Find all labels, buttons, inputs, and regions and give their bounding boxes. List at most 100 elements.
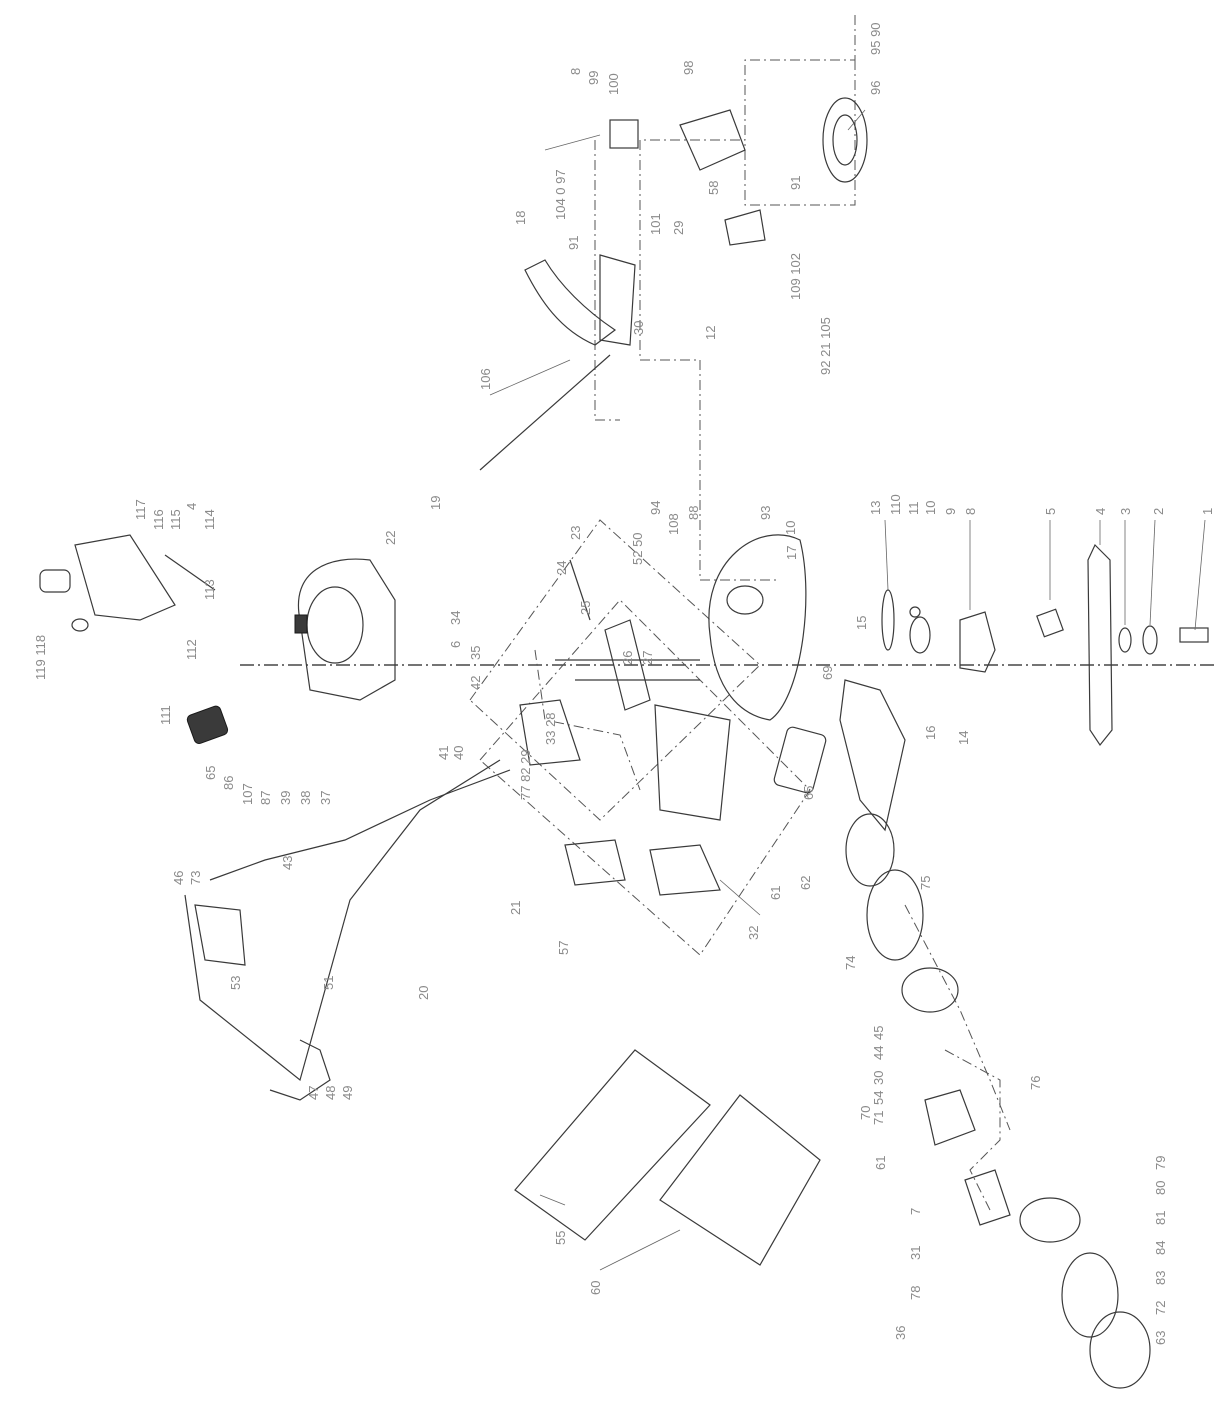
callout-70: 70	[858, 1106, 873, 1120]
rear-handle	[479, 109, 766, 471]
lever-101	[599, 254, 636, 346]
callout-53: 53	[228, 976, 243, 990]
callout-81: 81	[1153, 1211, 1168, 1225]
drive-pulley	[964, 1169, 1011, 1226]
callout-115: 115	[168, 509, 183, 530]
callout-3: 3	[1118, 508, 1133, 515]
callout-4: 4	[1093, 508, 1108, 515]
callout-111: 111	[158, 705, 173, 725]
deck-outline-lower	[479, 599, 811, 956]
callout-8: 8	[963, 508, 978, 515]
callout-25: 25	[578, 601, 593, 615]
leader-106	[489, 359, 571, 396]
callout-23: 23	[568, 526, 583, 540]
control-panel	[39, 534, 216, 632]
engine-body	[297, 558, 396, 701]
rear-assembly-line	[639, 15, 856, 581]
callout-19: 19	[428, 496, 443, 510]
rear-wheel-line	[744, 60, 856, 206]
callout-43: 43	[280, 856, 295, 870]
callout-26: 26	[620, 651, 635, 665]
callout-2: 2	[1151, 508, 1166, 515]
callout-4b: 4	[184, 503, 199, 510]
callout-69: 69	[820, 666, 835, 680]
deck-opening	[726, 585, 764, 615]
leader-104	[544, 134, 601, 151]
bracket-100	[609, 119, 639, 149]
callout-12: 12	[703, 326, 718, 340]
side-discharge-chute	[839, 679, 906, 832]
blade	[1087, 543, 1113, 747]
bag-frame-55	[514, 1049, 711, 1241]
callout-48: 48	[323, 1086, 338, 1100]
height-plate	[519, 699, 581, 766]
callout-37: 37	[318, 791, 333, 805]
lever-line	[594, 140, 620, 421]
cable-114	[164, 554, 216, 591]
callout-30: 30	[631, 321, 646, 335]
callout-36: 36	[893, 1326, 908, 1340]
washer-3	[1118, 627, 1132, 653]
callout-6: 6	[448, 641, 463, 648]
callout-17: 17	[784, 546, 799, 560]
callout-labels: 1 2 3 4 5 8 9 10 11 110 13 15 16 14 17 1…	[33, 22, 1215, 1345]
callout-9590: 95 90	[868, 22, 883, 55]
spacer-10	[909, 616, 931, 654]
fan-disc	[881, 589, 895, 651]
callout-87: 87	[258, 791, 273, 805]
battery-111	[186, 705, 229, 745]
leader-2	[1149, 519, 1156, 626]
handle-bar	[184, 759, 511, 1101]
callout-94: 94	[648, 501, 663, 515]
callout-71: 71	[871, 1111, 886, 1125]
callout-80: 80	[1153, 1181, 1168, 1195]
cap-119	[71, 618, 89, 632]
gearbox-70	[924, 1089, 976, 1146]
callout-5: 5	[1043, 508, 1058, 515]
drive-disc-upper	[901, 967, 959, 1013]
callout-72: 72	[1153, 1301, 1168, 1315]
callout-98: 98	[681, 61, 696, 75]
hubcap-lower	[1089, 1311, 1151, 1389]
engine-flywheel	[306, 586, 364, 664]
callout-57: 57	[556, 941, 571, 955]
callout-47: 47	[306, 1086, 321, 1100]
callout-55: 55	[553, 1231, 568, 1245]
discharge-door	[649, 844, 721, 896]
blade-assembly	[881, 543, 1209, 747]
callout-49: 49	[340, 1086, 355, 1100]
callout-100: 100	[606, 73, 621, 95]
callout-106: 106	[478, 368, 493, 390]
callout-110: 110	[888, 494, 903, 515]
baffle-bracket	[604, 619, 651, 711]
callout-38: 38	[298, 791, 313, 805]
callout-51: 51	[321, 976, 336, 990]
blade-adapter	[1036, 608, 1064, 638]
callout-113: 113	[202, 579, 217, 600]
callout-88: 88	[686, 506, 701, 520]
callout-61b: 61	[873, 1156, 888, 1170]
callout-20: 20	[416, 986, 431, 1000]
callout-15: 15	[854, 616, 869, 630]
callout-22: 22	[383, 531, 398, 545]
callout-99: 99	[586, 71, 601, 85]
callout-84: 84	[1153, 1241, 1168, 1255]
hubcap-upper	[845, 813, 895, 887]
leader-13	[884, 519, 889, 591]
callout-30c: 30	[871, 1071, 886, 1085]
front-axle-line	[904, 904, 1011, 1131]
callout-40: 40	[451, 746, 466, 760]
callout-13: 13	[868, 501, 883, 515]
height-lever-109	[724, 209, 766, 246]
mulch-plug	[773, 726, 827, 794]
callout-31: 31	[908, 1246, 923, 1260]
nut-11	[909, 606, 921, 618]
callout-46: 46	[171, 871, 186, 885]
callout-108: 108	[666, 513, 681, 535]
rear-bracket-98	[679, 109, 746, 171]
callout-7782: 77 82 29	[518, 749, 533, 800]
callout-65: 65	[801, 786, 816, 800]
callout-62: 62	[798, 876, 813, 890]
callout-109: 109 102	[788, 253, 803, 300]
callout-9: 9	[943, 508, 958, 515]
